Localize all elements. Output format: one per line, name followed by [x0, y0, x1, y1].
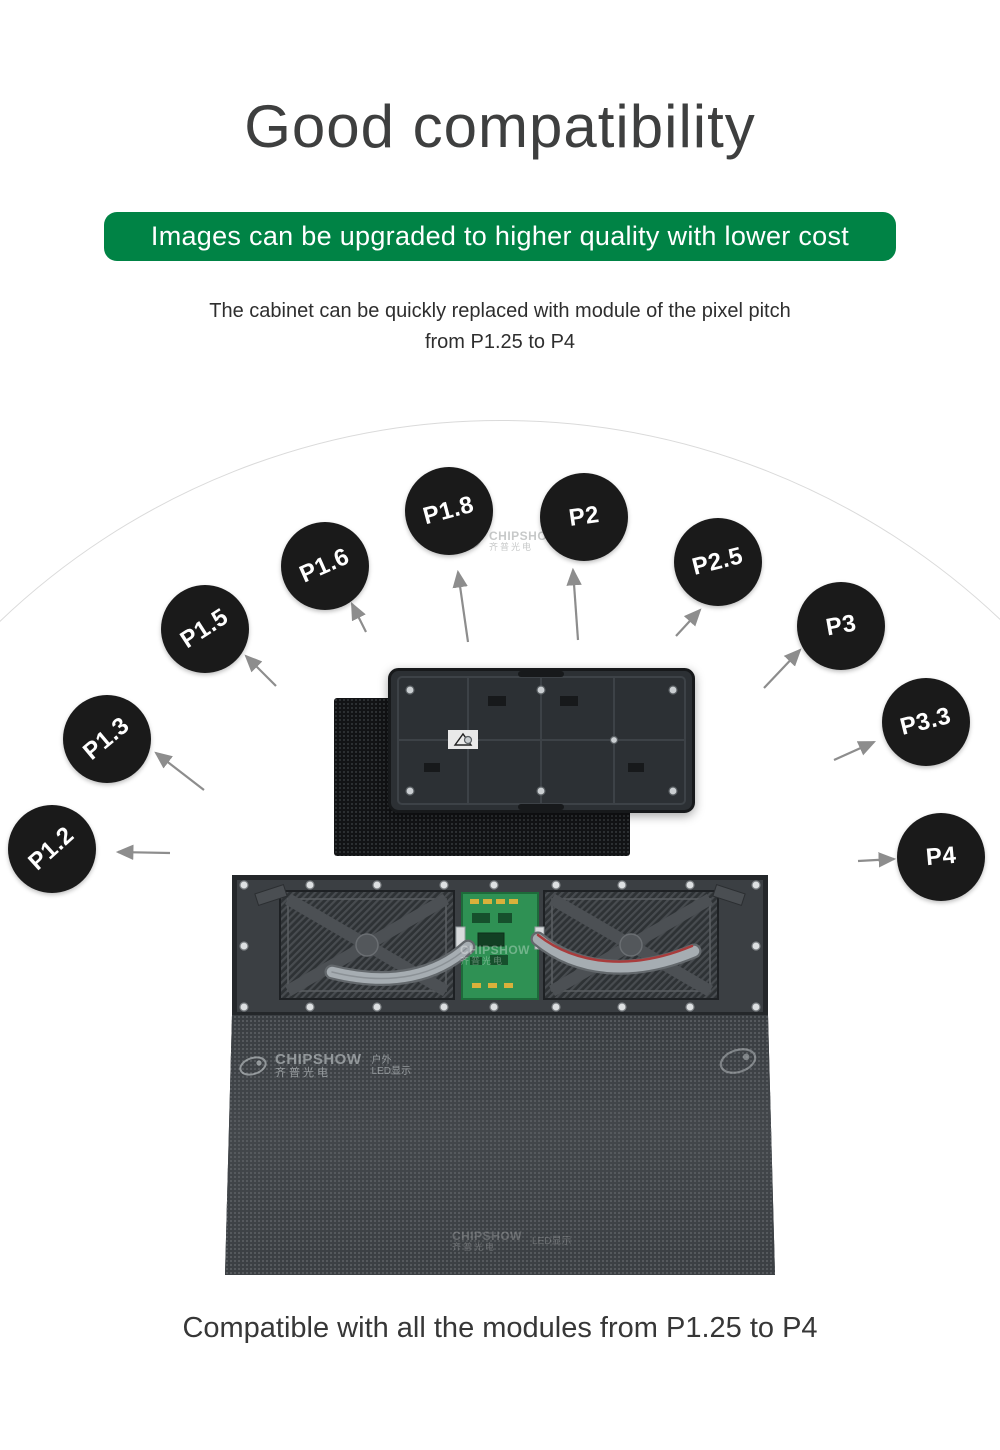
pitch-circle-p1-6: P1.6	[281, 522, 369, 610]
pitch-label: P2.5	[689, 542, 747, 581]
banner: Images can be upgraded to higher quality…	[104, 212, 896, 261]
pitch-circle-p3-3: P3.3	[882, 678, 970, 766]
pitch-label: P1.2	[23, 821, 80, 876]
pitch-circle-p2: P2	[540, 473, 628, 561]
cabinet-back-image	[232, 875, 768, 1017]
subtitle: The cabinet can be quickly replaced with…	[0, 296, 1000, 358]
pitch-label: P2	[567, 501, 601, 532]
pitch-label: P1.5	[175, 603, 234, 654]
page-title: Good compatibility	[244, 93, 756, 160]
pitch-circle-p1-3: P1.3	[63, 695, 151, 783]
pitch-circle-p4: P4	[897, 813, 985, 901]
cabinet-led-panel-image	[225, 1015, 775, 1275]
pitch-circle-p1-5: P1.5	[161, 585, 249, 673]
caption: Compatible with all the modules from P1.…	[182, 1312, 818, 1344]
pitch-label: P1.8	[420, 490, 478, 531]
pitch-label: P1.3	[78, 711, 136, 766]
pitch-circle-p3: P3	[797, 582, 885, 670]
pitch-label: P3.3	[897, 702, 955, 741]
subtitle-line2: from P1.25 to P4	[424, 331, 576, 353]
background-arc	[0, 420, 1000, 1450]
pitch-label: P3	[823, 609, 859, 642]
pitch-label: P4	[924, 841, 958, 872]
banner-text: Images can be upgraded to higher quality…	[150, 221, 850, 251]
pitch-circle-p1-2: P1.2	[8, 805, 96, 893]
pitch-circle-p1-8: P1.8	[405, 467, 493, 555]
led-module-back-image	[388, 668, 695, 813]
subtitle-line1: The cabinet can be quickly replaced with…	[209, 300, 791, 322]
pitch-circle-p2-5: P2.5	[674, 518, 762, 606]
pitch-label: P1.6	[295, 542, 354, 589]
